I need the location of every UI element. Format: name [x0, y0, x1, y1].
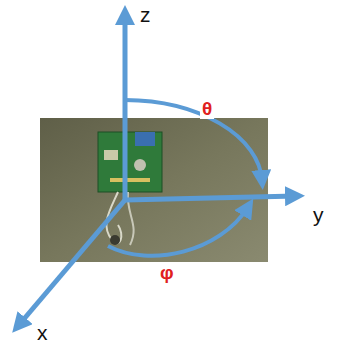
axis-label: θ: [200, 98, 214, 119]
axis-label: x: [35, 321, 50, 344]
axes: [18, 14, 296, 326]
angle-arcs: [108, 100, 262, 256]
axis-label: z: [138, 3, 153, 26]
photo: [40, 118, 268, 262]
axis-label: φ: [158, 262, 176, 283]
axis-label: y: [311, 203, 326, 226]
